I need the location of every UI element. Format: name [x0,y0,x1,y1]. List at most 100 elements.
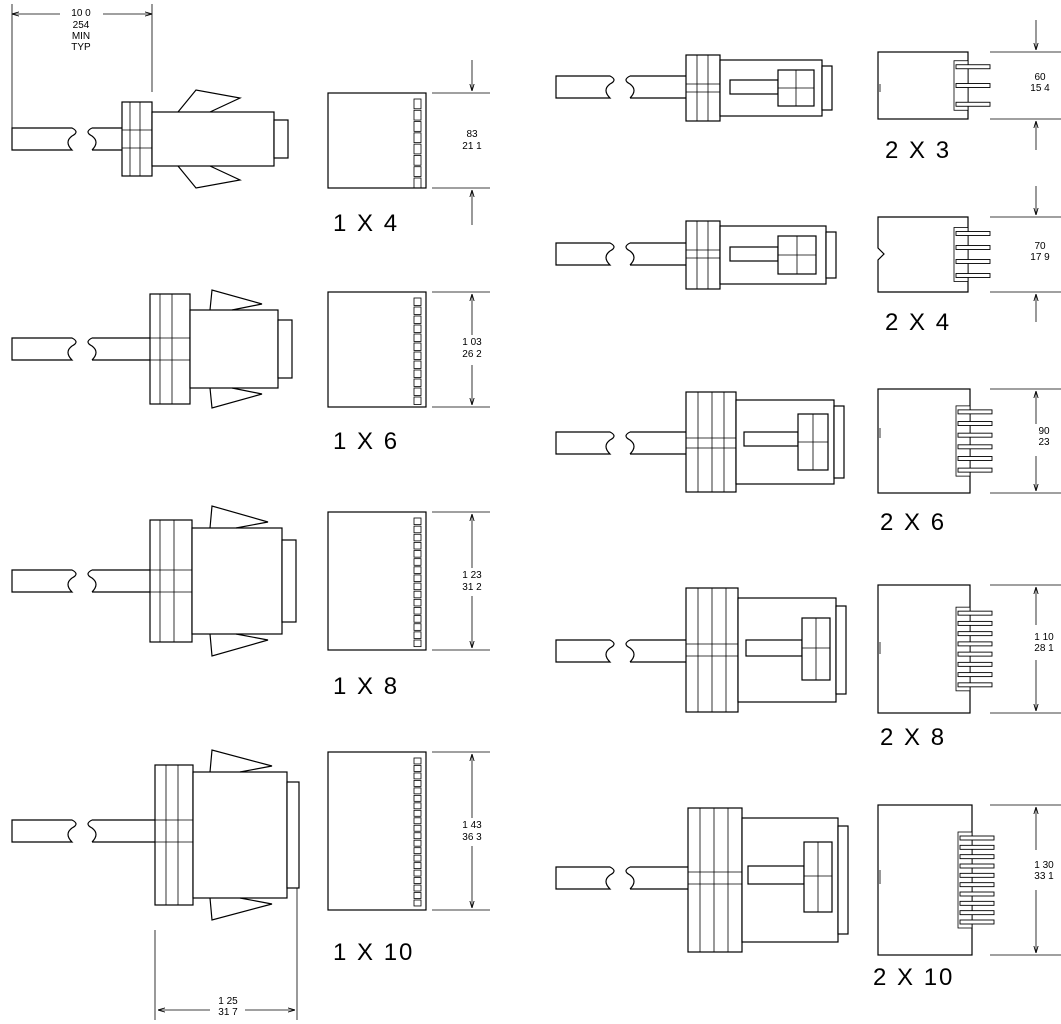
pin-header [953,227,969,282]
dim-mm: 26 2 [462,349,482,360]
bottom-dim-mm: 31 7 [218,1007,238,1018]
top-length-dimension: 10 0 254 MIN TYP [11,4,153,150]
connector-caption: 2 X 8 [880,724,946,751]
contact-cavity [413,297,422,306]
connector-1x10: 1 43 36 3 1 X 10 [11,749,490,966]
contact-end-view [327,92,427,189]
contact-pin [955,101,991,107]
contact-cavity [413,757,422,765]
dim-inches: 1 03 [462,337,482,348]
contact-end-view [877,804,995,956]
contact-cavity [413,772,422,780]
contact-cavity [413,378,422,387]
contact-cavity [413,550,422,558]
bottom-dim-in: 1 25 [218,996,238,1007]
contact-pin [957,409,993,415]
contact-cavity [413,360,422,369]
contact-cavity [413,342,422,351]
contact-row [953,60,991,111]
contact-pin [959,872,995,878]
contact-cavity [413,899,422,907]
contact-cavity [413,780,422,787]
connector-caption: 1 X 4 [333,210,399,237]
plug-side-view [555,391,845,493]
contact-cavity [413,615,422,623]
contact-pin [957,444,993,450]
connector-caption: 2 X 6 [880,509,946,536]
contact-pin [955,64,991,70]
contact-pin [959,882,995,888]
contact-pin [957,682,993,688]
contact-pin [959,891,995,897]
contact-cavity [413,525,422,534]
height-dimension: 70 17 9 [990,186,1061,322]
contact-pin [959,900,995,906]
contact-cavity [413,121,422,132]
dim-inches: 83 [466,129,478,140]
contact-end-view [877,51,991,120]
height-dimension: 60 15 4 [990,20,1061,150]
contact-pin [955,273,991,278]
contact-pin [955,259,991,264]
contact-pin [955,245,991,250]
top-dim-line-4: TYP [71,42,91,53]
contact-cavity [413,598,422,607]
contact-pin [957,456,993,461]
contact-cavity [413,869,422,877]
contact-row [413,98,422,189]
pin-header [955,405,971,477]
contact-pin [957,467,993,473]
contact-pin [957,631,993,637]
top-dim-line-3: MIN [72,31,90,42]
connector-caption: 2 X 10 [873,964,954,991]
contact-pin [957,610,993,616]
contact-cavity [413,631,422,639]
dim-mm: 33 1 [1034,871,1054,882]
dim-inches: 1 23 [462,570,482,581]
contact-cavity [413,109,422,121]
contact-cavity [413,839,422,847]
contact-cavity [413,639,422,648]
height-dimension: 1 10 28 1 [990,584,1061,714]
plug-side-view [555,807,849,953]
contact-row [955,405,993,477]
connector-2x10: 1 30 33 1 2 X 10 [555,804,1061,991]
contact-row [957,831,995,929]
contact-cavity [413,765,422,772]
contact-cavity [413,558,422,566]
contact-end-view [327,511,427,651]
top-dim-line-2: 254 [73,20,90,31]
dim-mm: 21 1 [462,141,482,152]
connector-caption: 2 X 3 [885,137,951,164]
contact-cavity [413,574,422,582]
contact-pin [957,620,993,626]
contact-cavity [413,396,422,405]
connector-caption: 1 X 6 [333,428,399,455]
contact-cavity [413,582,422,591]
contact-cavity [413,143,422,155]
contact-pin [957,661,993,667]
plug-side-view [555,587,847,713]
contact-cavity [413,862,422,870]
plug-side-view [555,220,837,290]
contact-pin [959,863,995,869]
contact-cavity [413,98,422,110]
dim-mm: 36 3 [462,832,482,843]
height-dimension: 90 23 [990,388,1061,494]
contact-cavity [413,315,422,324]
contact-cavity [413,177,422,189]
plug-side-view [11,289,293,409]
contact-cavity [413,369,422,378]
plug-side-view [11,749,300,921]
contact-cavity [413,306,422,315]
connector-caption: 1 X 10 [333,939,414,966]
connector-caption: 1 X 8 [333,673,399,700]
contact-end-view [327,291,427,408]
contact-row [413,757,422,907]
height-dimension: 1 23 31 2 [432,511,490,651]
pin-header [955,606,971,692]
contact-cavity [413,787,422,795]
height-dimension: 1 03 26 2 [432,291,490,408]
contact-pin [957,641,993,647]
contact-pin [959,910,995,916]
